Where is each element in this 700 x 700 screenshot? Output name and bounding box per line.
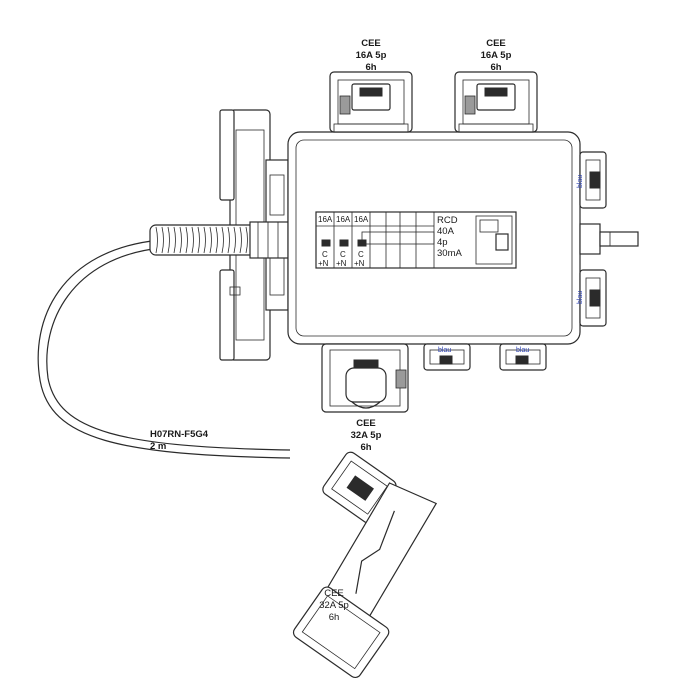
svg-text:CEE: CEE: [324, 588, 344, 599]
svg-text:32A 5p: 32A 5p: [351, 430, 382, 441]
gland-bottom-left: [423, 343, 471, 371]
svg-text:16A 5p: 16A 5p: [481, 50, 512, 61]
corrugation-rib: [167, 226, 170, 254]
corrugation-rib: [155, 226, 158, 254]
rcd-sensitivity: 30mA: [437, 248, 462, 259]
corrugation-rib: [215, 226, 218, 254]
breaker-3-rating: 16A: [354, 215, 369, 224]
breaker-panel: [315, 211, 517, 269]
socket-top-right: [454, 71, 538, 133]
breaker-1-rating: 16A: [318, 215, 333, 224]
svg-text:CEE: CEE: [486, 38, 506, 49]
breaker-2-curve: C: [340, 250, 346, 259]
cee-plug: [292, 451, 438, 679]
corrugation-rib: [221, 226, 224, 254]
plug-label: CEE 32A 5p 6h: [319, 588, 349, 623]
corrugation-rib: [209, 226, 212, 254]
breaker-3-curve: C: [358, 250, 364, 259]
svg-text:6h: 6h: [360, 442, 371, 453]
socket-bottom: [321, 343, 409, 413]
gland-bottom-right: [499, 343, 547, 371]
corrugation-rib: [203, 226, 206, 254]
svg-text:6h: 6h: [365, 62, 376, 73]
corrugation-rib: [239, 226, 242, 254]
svg-text:H07RN-F5G4: H07RN-F5G4: [150, 429, 209, 440]
socket-top-left-label: CEE 16A 5p 6h: [356, 38, 387, 73]
gland-bottom-left-label: blau: [438, 347, 451, 354]
svg-text:CEE: CEE: [361, 38, 381, 49]
corrugation-rib: [191, 226, 194, 254]
rcd-poles: 4p: [437, 237, 448, 248]
svg-text:2 m: 2 m: [150, 441, 166, 452]
cable-label: H07RN-F5G4 2 m: [150, 429, 209, 452]
breaker-3-poles: +N: [354, 259, 365, 268]
gland-right-top-label: blau: [577, 175, 584, 188]
corrugation-rib: [185, 226, 188, 254]
socket-bottom-label: CEE 32A 5p 6h: [351, 418, 382, 453]
breaker-1-curve: C: [322, 250, 328, 259]
gland-right-top: [579, 151, 607, 209]
breaker-2-poles: +N: [336, 259, 347, 268]
corrugation-rib: [245, 226, 248, 254]
svg-text:6h: 6h: [490, 62, 501, 73]
cable: [37, 239, 291, 459]
svg-text:6h: 6h: [329, 612, 340, 623]
corrugation-rib: [227, 226, 230, 254]
corrugation-rib: [233, 226, 236, 254]
socket-top-left: [329, 71, 413, 133]
breaker-1-poles: +N: [318, 259, 329, 268]
rcd-current: 40A: [437, 226, 455, 237]
svg-text:16A 5p: 16A 5p: [356, 50, 387, 61]
corrugation-rib: [173, 226, 176, 254]
svg-text:CEE: CEE: [356, 418, 376, 429]
breaker-2-rating: 16A: [336, 215, 351, 224]
gland-right-bottom-label: blau: [577, 291, 584, 304]
corrugation-rib: [197, 226, 200, 254]
corrugation-rib: [161, 226, 164, 254]
gland-right-middle: [579, 223, 639, 255]
gland-bottom-right-label: blau: [516, 347, 529, 354]
corrugation-rib: [179, 226, 182, 254]
gland-right-bottom: [579, 269, 607, 327]
socket-top-right-label: CEE 16A 5p 6h: [481, 38, 512, 73]
strain-relief: [149, 221, 289, 259]
rcd-title: RCD: [437, 215, 458, 226]
svg-text:32A 5p: 32A 5p: [319, 600, 349, 611]
